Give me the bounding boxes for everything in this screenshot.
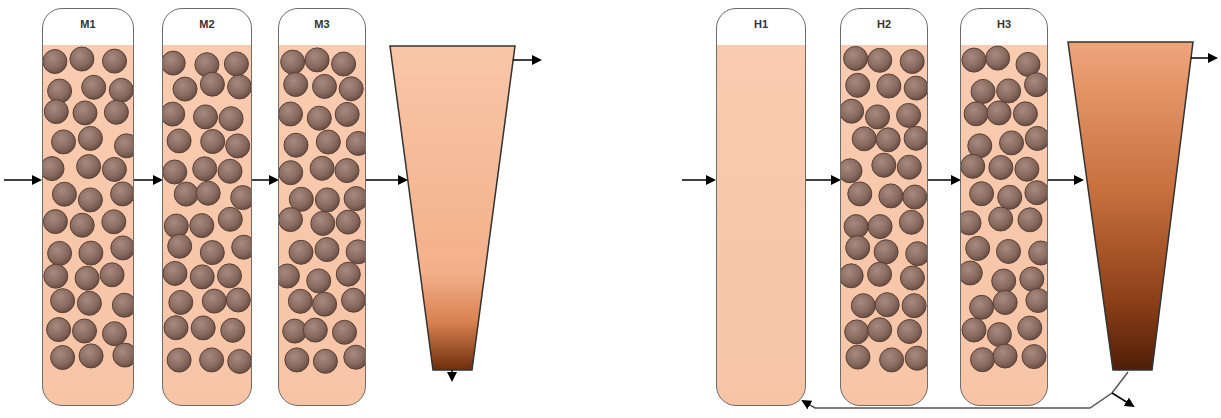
bead-packing [163, 45, 252, 406]
overflow-arrow [1191, 57, 1216, 59]
reactor-column: H3 [960, 8, 1048, 406]
feed-arrow [682, 179, 714, 181]
column-label: M2 [163, 9, 251, 31]
reactor-column: M2 [162, 8, 252, 406]
settler-cone [390, 46, 515, 370]
bead-packing [279, 45, 366, 406]
column-label: H2 [841, 9, 927, 31]
flow-arrow [134, 179, 161, 181]
flow-arrow [252, 179, 277, 181]
bead-packing [841, 45, 928, 406]
overflow-arrow [513, 59, 540, 61]
flow-arrow [806, 179, 839, 181]
column-label: H1 [717, 9, 805, 31]
reactor-column: M1 [42, 8, 134, 406]
column-label: M1 [43, 9, 133, 31]
bead-packing [43, 45, 134, 406]
column-label: M3 [279, 9, 365, 31]
underflow-arrow [451, 370, 453, 380]
settler-cone [1068, 42, 1193, 370]
outlet-arrow [1112, 393, 1133, 406]
transfer-arrow [1048, 179, 1082, 181]
reactor-column: H1 [716, 8, 806, 406]
feed-arrow [4, 179, 40, 181]
flow-arrow [928, 179, 959, 181]
transfer-arrow [366, 179, 406, 181]
bead-packing [961, 45, 1048, 406]
column-label: H3 [961, 9, 1047, 31]
reactor-column: H2 [840, 8, 928, 406]
reactor-column: M3 [278, 8, 366, 406]
